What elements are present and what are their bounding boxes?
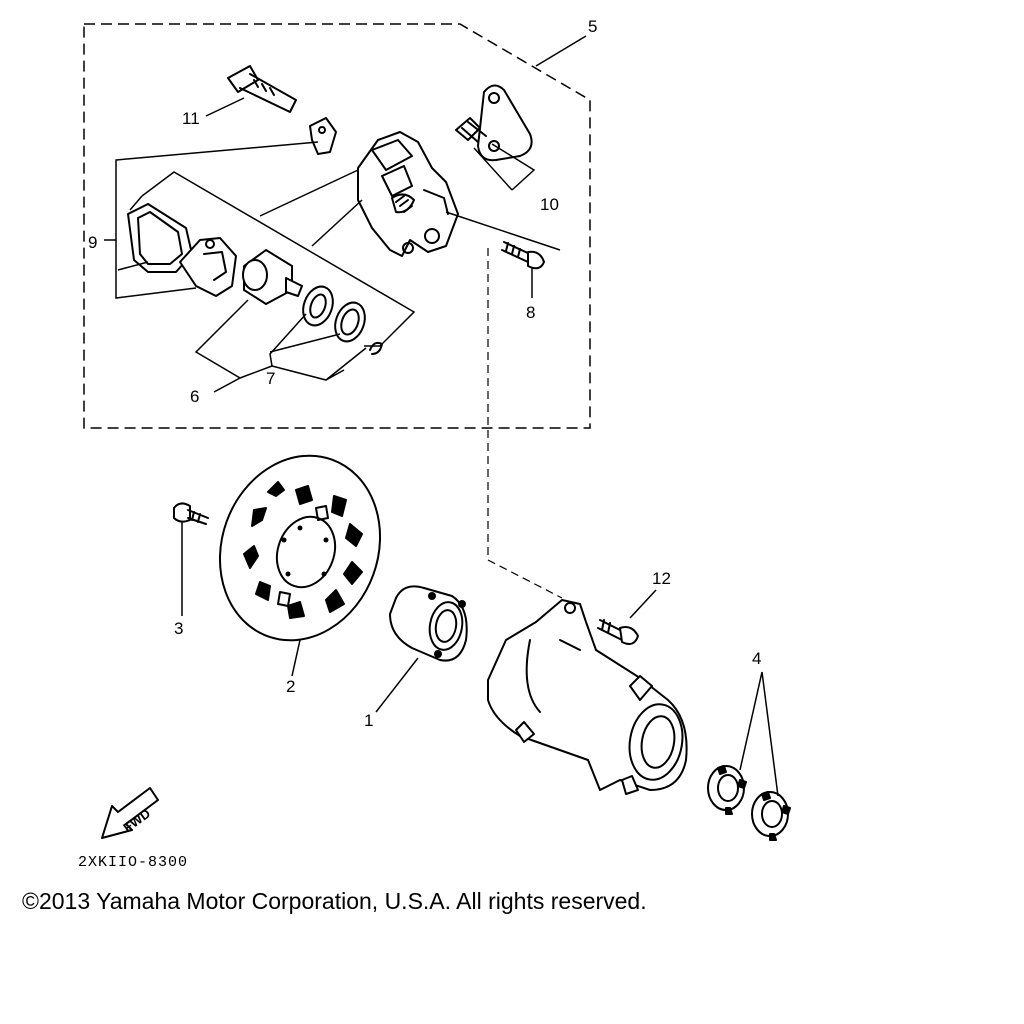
part-6-piston — [242, 249, 303, 305]
part-4-lock-nuts — [707, 765, 791, 841]
copyright-notice: ©2013 Yamaha Motor Corporation, U.S.A. A… — [22, 888, 647, 914]
callout-11: 11 — [182, 109, 200, 128]
callout-3: 3 — [174, 619, 183, 638]
callout-4: 4 — [752, 649, 761, 668]
callout-10: 10 — [540, 195, 559, 214]
callout-7: 7 — [266, 369, 275, 388]
callout-5: 5 — [588, 17, 597, 36]
callout-9: 9 — [88, 233, 97, 252]
diagram-code: 2XKIIO-8300 — [78, 854, 188, 871]
part-2-brake-disc — [218, 454, 382, 642]
callout-numbers: 1 2 3 4 5 6 7 8 9 10 11 12 — [88, 17, 761, 730]
caliper-body — [309, 117, 459, 257]
part-9-brake-pads — [127, 203, 237, 297]
caliper-assembly-boundary — [83, 23, 591, 429]
callout-2: 2 — [286, 677, 295, 696]
callout-1: 1 — [364, 711, 373, 730]
callout-8: 8 — [526, 303, 535, 322]
leader-lines — [104, 35, 779, 797]
part-12-bolt — [597, 619, 639, 645]
part-1-hub-flange — [389, 585, 468, 662]
callout-6: 6 — [190, 387, 199, 406]
part-10-bleed-bracket — [455, 84, 533, 162]
part-7-seals — [302, 285, 383, 355]
part-8-bolt — [501, 241, 545, 270]
rear-hub-housing — [487, 599, 688, 795]
part-3-screw — [173, 502, 209, 525]
fwd-arrow: FWD — [101, 787, 159, 839]
part-11-pin-bolt — [227, 65, 297, 113]
callout-12: 12 — [652, 569, 671, 588]
